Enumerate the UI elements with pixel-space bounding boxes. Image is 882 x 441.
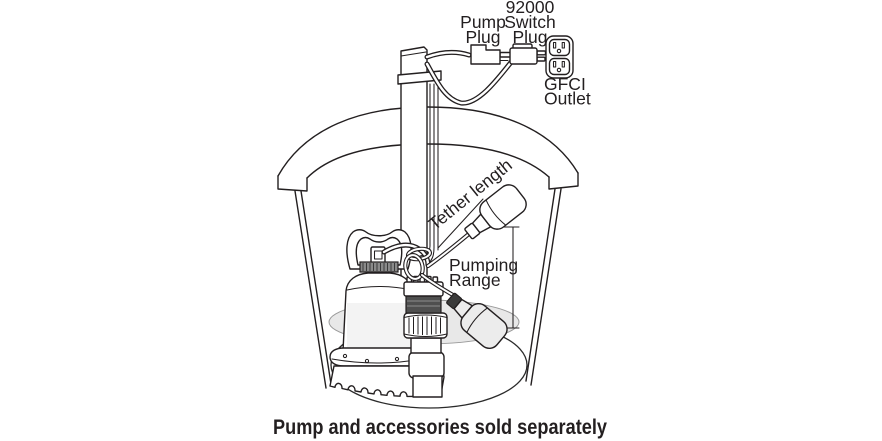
- pump-plug-illustration: [470, 44, 512, 65]
- float-body: [479, 184, 527, 230]
- pump-body-shading: [347, 303, 411, 349]
- switch-plug-label-line2: Switch: [504, 12, 556, 32]
- discharge-column-lower: [412, 375, 443, 398]
- tether-leader-line: [437, 198, 484, 249]
- gfci-label-line2: Outlet: [544, 89, 591, 109]
- gfci-label-line1: GFCI: [544, 74, 586, 94]
- switch-plug-prong-top: [536, 50, 547, 56]
- switch-plug-body: [509, 47, 538, 65]
- float-switch-upper: [464, 184, 527, 240]
- basin-wall-left: [294, 190, 332, 389]
- flange-bolts: [342, 353, 400, 364]
- basin-wall-right: [525, 188, 562, 386]
- figure-caption: Pump and accessories sold separately: [273, 416, 607, 439]
- smooth-section: [410, 337, 442, 354]
- tether-loops: [403, 246, 433, 281]
- pump-plug-body: [470, 44, 501, 65]
- pump-plug-label-line1: Pump: [460, 12, 506, 32]
- pumping-range-label-line1: Pumping: [449, 255, 518, 275]
- pipe-top-edge: [400, 51, 427, 57]
- cord-connector-detail: [373, 250, 383, 260]
- basin-rim-inner: [306, 143, 550, 179]
- pump-plug-label-line2: Plug: [465, 27, 500, 47]
- basin-rim-right-lip: [548, 172, 579, 190]
- basin-rim-left-lip: [277, 175, 308, 192]
- gfci-outlet-illustration: [545, 35, 574, 79]
- hose-clamp: [405, 295, 442, 314]
- float-body: [460, 302, 508, 350]
- switch-plug-illustration: [509, 43, 547, 65]
- discharge-column-upper: [408, 351, 445, 379]
- strapped-cords: [419, 83, 439, 265]
- switch-plug-prong-bottom: [536, 56, 546, 62]
- float-switch-lower: [446, 292, 508, 350]
- basin-rim-outer: [277, 106, 579, 177]
- power-cords: [424, 50, 515, 106]
- pumping-range-label-line2: Range: [449, 270, 501, 290]
- switch-plug-label-line1: 92000: [506, 0, 555, 17]
- coupling-nut: [403, 312, 448, 339]
- switch-plug-label-line3: Plug: [512, 27, 547, 47]
- pipe-body: [400, 46, 428, 283]
- pump-collar: [359, 261, 399, 273]
- receptacle-slots: [552, 41, 565, 73]
